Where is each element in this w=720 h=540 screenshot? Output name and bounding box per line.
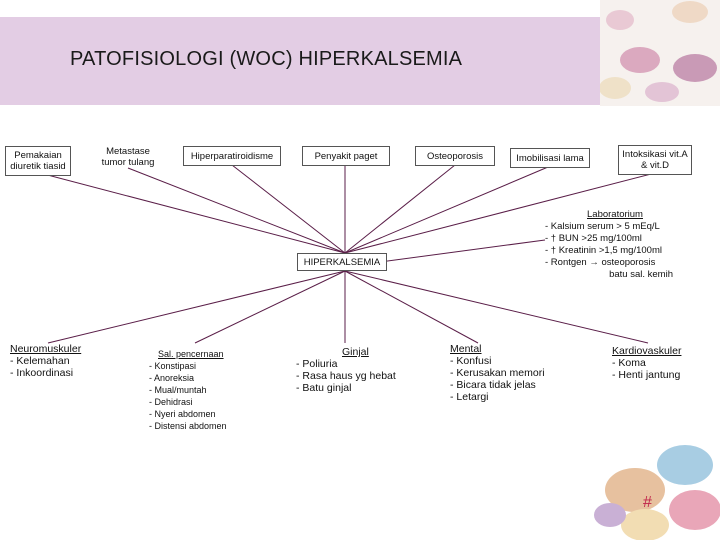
page-title: PATOFISIOLOGI (WOC) HIPERKALSEMIA (70, 48, 463, 70)
laboratorium-heading: Laboratorium (587, 209, 643, 220)
effect-item: - Konstipasi (149, 361, 197, 371)
effect-item: - Henti jantung (612, 369, 681, 381)
effect-item: - Mual/muntah (149, 385, 207, 395)
effect-item: - Poliuria (296, 358, 338, 370)
cause-penyakit-paget: Penyakit paget (302, 146, 390, 166)
candy-decoration-bottom (594, 445, 720, 540)
effect-heading: Neuromuskuler (10, 343, 82, 355)
cause-hiperparatiroidisme: Hiperparatiroidisme (183, 146, 281, 166)
effect-kardiovaskuler: Kardiovaskuler - Koma - Henti jantung (612, 345, 707, 381)
center-node-hiperkalsemia: HIPERKALSEMIA (297, 253, 387, 271)
effect-item: - Rasa haus yg hebat (296, 370, 396, 382)
slide-number: # (643, 494, 652, 511)
cause-intoksikasi-vitamin: Intoksikasi vit.A & vit.D (618, 145, 692, 175)
effect-item: - Anoreksia (149, 373, 195, 383)
effect-heading: Sal. pencernaan (158, 349, 224, 359)
effect-item: - Koma (612, 357, 646, 369)
effect-ginjal: Ginjal - Poliuria - Rasa haus yg hebat -… (296, 346, 416, 394)
effect-item: - Dehidrasi (149, 397, 193, 407)
effect-heading: Ginjal (342, 346, 369, 358)
title-banner (0, 17, 600, 105)
effect-item: - Kelemahan (10, 355, 70, 367)
lab-item: batu sal. kemih (609, 269, 673, 280)
lab-item: - Kalsium serum > 5 mEq/L (545, 221, 660, 232)
cause-imobilisasi-lama: Imobilisasi lama (510, 148, 590, 168)
lab-item: - Rontgen → osteoporosis (545, 257, 656, 268)
effect-item: - Distensi abdomen (149, 421, 227, 431)
effect-item: - Konfusi (450, 355, 492, 367)
cause-diuretik-tiasid: Pemakaian diuretik tiasid (5, 146, 71, 176)
effect-item: - Kerusakan memori (450, 367, 545, 379)
effect-item: - Nyeri abdomen (149, 409, 216, 419)
lab-item: - † Kreatinin >1,5 mg/100ml (545, 245, 662, 256)
effect-item: - Inkoordinasi (10, 367, 74, 379)
effect-heading: Kardiovaskuler (612, 345, 682, 357)
cause-osteoporosis: Osteoporosis (415, 146, 495, 166)
lab-item: - † BUN >25 mg/100ml (545, 233, 642, 244)
effect-neuromuskuler: Neuromuskuler - Kelemahan - Inkoordinasi (10, 343, 100, 379)
effect-item: - Batu ginjal (296, 382, 352, 394)
candy-decoration-top (600, 0, 720, 106)
effect-heading: Mental (450, 343, 482, 355)
effect-sal-pencernaan: Sal. pencernaan - Konstipasi - Anoreksia… (149, 348, 249, 432)
effect-mental: Mental - Konfusi - Kerusakan memori - Bi… (450, 343, 565, 403)
effect-item: - Letargi (450, 391, 489, 403)
laboratorium-group: Laboratorium - Kalsium serum > 5 mEq/L -… (545, 209, 685, 281)
effect-item: - Bicara tidak jelas (450, 379, 536, 391)
cause-metastase-tumor: Metastase tumor tulang (101, 146, 155, 168)
